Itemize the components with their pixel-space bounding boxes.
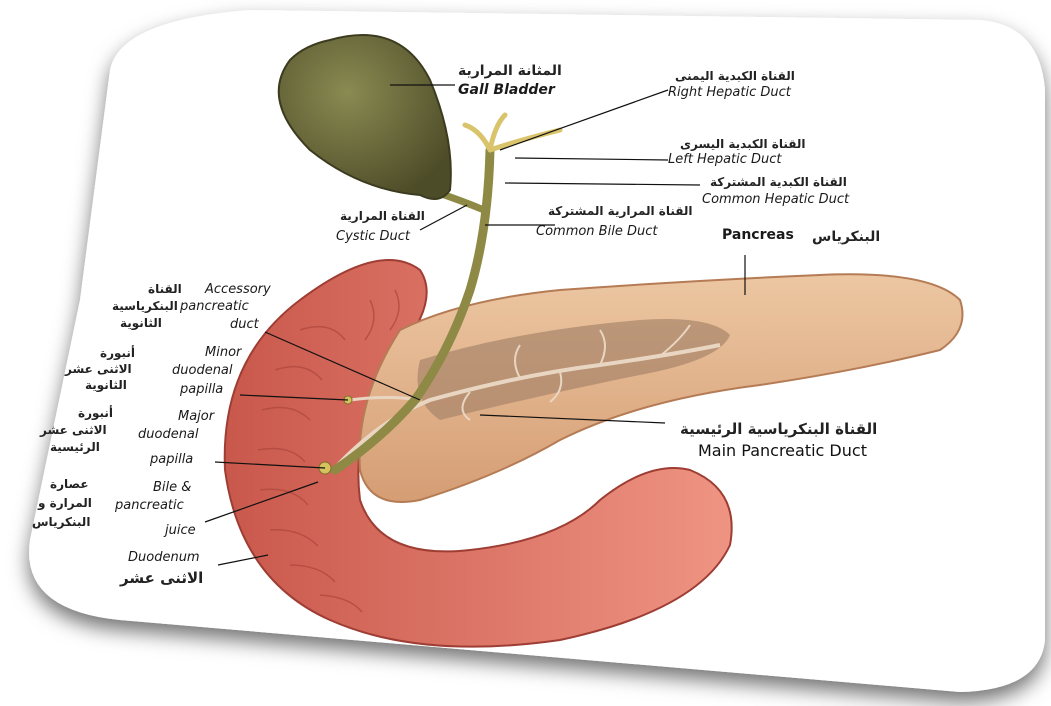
minor-papilla-label-ar-2: الاثنى عشر [65,363,132,377]
juice-label-ar-3: البنكرياس [32,516,90,530]
minor-papilla-label-ar-3: الثانوية [85,379,127,393]
major-papilla-label-ar-3: الرئيسية [50,441,100,455]
accessory-duct-label-ar-2: البنكرياسية [112,300,178,314]
major-papilla-label-2: duodenal [138,428,199,443]
main-pancreatic-duct-label-ar: القناة البنكرياسية الرئيسية [680,421,877,438]
right-hepatic-duct-label-ar: القناة الكبدية اليمنى [675,70,795,84]
left-hepatic-duct-label: Left Hepatic Duct [668,153,782,168]
duodenum-label: Duodenum [128,551,200,566]
common-hepatic-duct-label-ar: القناة الكبدية المشتركة [710,176,847,190]
accessory-duct-label-ar-3: الثانوية [120,317,162,331]
duodenum-label-ar: الاثنى عشر [120,570,203,587]
cystic-duct-label: Cystic Duct [336,230,410,245]
common-bile-duct-label-ar: القناة المرارية المشتركة [548,205,693,219]
pancreas-label: Pancreas [722,227,794,243]
accessory-duct-label-2: pancreatic [180,300,249,315]
common-hepatic-duct-label: Common Hepatic Duct [702,193,849,208]
accessory-duct-label-3: duct [230,318,259,333]
juice-label-1: Bile & [153,481,191,496]
accessory-duct-label-1: Accessory [205,283,271,298]
juice-label-3: juice [165,524,196,539]
minor-papilla-label-2: duodenal [172,364,233,379]
pancreas-label-ar: البنكرياس [812,229,880,245]
minor-papilla-label-1: Minor [205,346,241,361]
juice-label-ar-2: المرارة و [38,497,92,511]
main-pancreatic-duct-label: Main Pancreatic Duct [698,442,867,460]
gall-bladder-label-ar: المثانة المرارية [458,63,562,79]
right-hepatic-duct-label: Right Hepatic Duct [668,86,791,101]
gall-bladder-label: Gall Bladder [458,82,555,98]
common-bile-duct-label: Common Bile Duct [536,225,657,240]
juice-label-ar-1: عصارة [50,478,89,492]
minor-papilla-label-ar-1: أنبورة [100,347,135,361]
left-hepatic-duct-label-ar: القناة الكبدية اليسرى [680,138,806,152]
juice-label-2: pancreatic [115,499,184,514]
major-papilla-label-3: papilla [150,453,193,468]
accessory-duct-label-ar-1: القناة [148,283,182,297]
major-papilla-label-1: Major [178,410,214,425]
cystic-duct-label-ar: القناة المرارية [340,210,425,224]
major-papilla-label-ar-1: أنبورة [78,407,113,421]
minor-papilla-label-3: papilla [180,383,223,398]
major-papilla-label-ar-2: الاثنى عشر [40,424,107,438]
